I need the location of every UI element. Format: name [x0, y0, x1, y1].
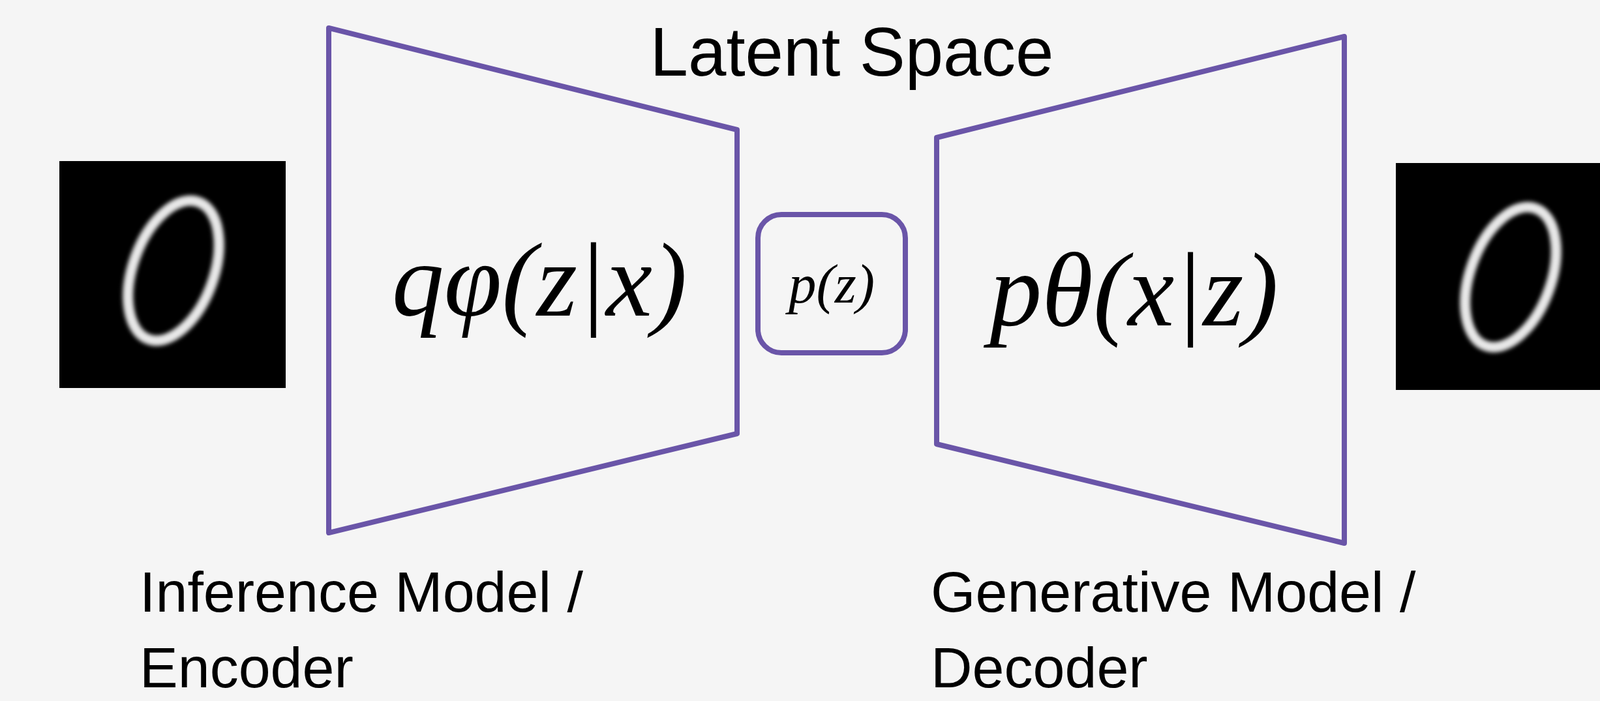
latent-prior-box: p(z): [755, 211, 908, 356]
output-digit-image: [1395, 163, 1600, 391]
decoder-caption: Generative Model / Decoder: [930, 554, 1525, 701]
math-expression: p(z): [788, 256, 875, 312]
encoder-caption: Inference Model / Encoder: [139, 554, 688, 701]
decoder-trapezoid: pθ(x|z): [934, 33, 1347, 546]
diagram-title: Latent Space: [650, 17, 1055, 87]
encoder-trapezoid: qφ(z|x): [326, 25, 740, 536]
input-digit-image: [59, 161, 286, 389]
math-expression: pθ(x|z): [989, 238, 1278, 343]
math-expression: qφ(z|x): [392, 228, 687, 333]
